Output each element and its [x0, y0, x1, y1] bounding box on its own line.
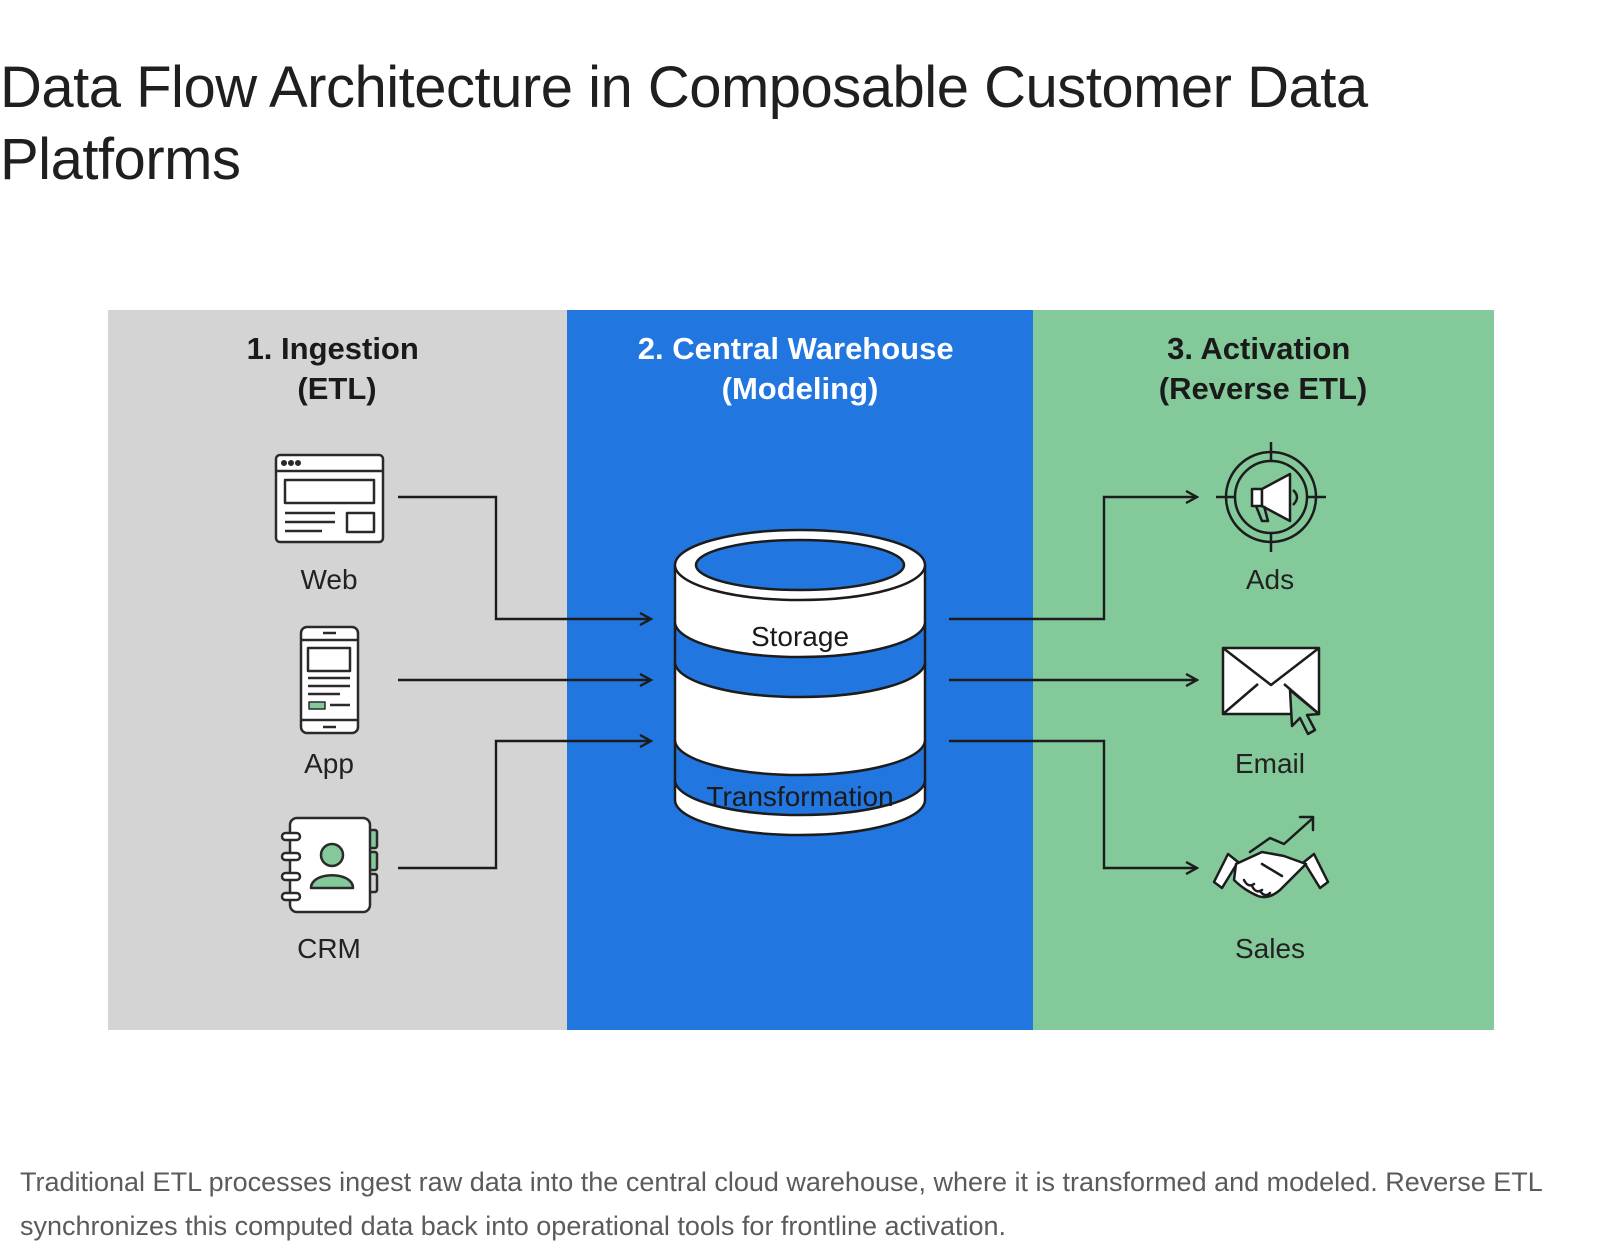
browser-window-icon — [274, 453, 385, 544]
storage-layer-label: Storage — [751, 621, 849, 652]
warehouse-to-sales-arrow — [949, 739, 1197, 868]
activation-heading: 3. Activation (Reverse ETL) — [1159, 331, 1367, 406]
page-title: Data Flow Architecture in Composable Cus… — [0, 55, 1368, 192]
mobile-phone-icon — [299, 625, 360, 735]
web-to-storage-arrow — [398, 495, 651, 619]
warehouse-to-ads-arrow — [949, 497, 1197, 621]
warehouse-heading: 2. Central Warehouse (Modeling) — [638, 331, 962, 406]
crm-to-transformation-arrow — [398, 741, 651, 870]
destination-label-sales: Sales — [1235, 933, 1305, 964]
destination-label-ads: Ads — [1246, 564, 1294, 595]
database-cylinder-icon — [673, 528, 927, 837]
ingestion-heading: 1. Ingestion (ETL) — [247, 331, 428, 406]
source-label-app: App — [304, 748, 354, 779]
megaphone-target-icon — [1216, 442, 1326, 552]
source-label-web: Web — [300, 564, 357, 595]
destination-label-email: Email — [1235, 748, 1305, 779]
source-label-crm: CRM — [297, 933, 361, 964]
transformation-layer-label: Transformation — [706, 781, 893, 812]
envelope-cursor-icon — [1221, 646, 1321, 736]
contact-book-icon — [280, 816, 379, 914]
handshake-growth-icon — [1212, 815, 1330, 899]
figure-caption: Traditional ETL processes ingest raw dat… — [20, 1167, 1542, 1241]
